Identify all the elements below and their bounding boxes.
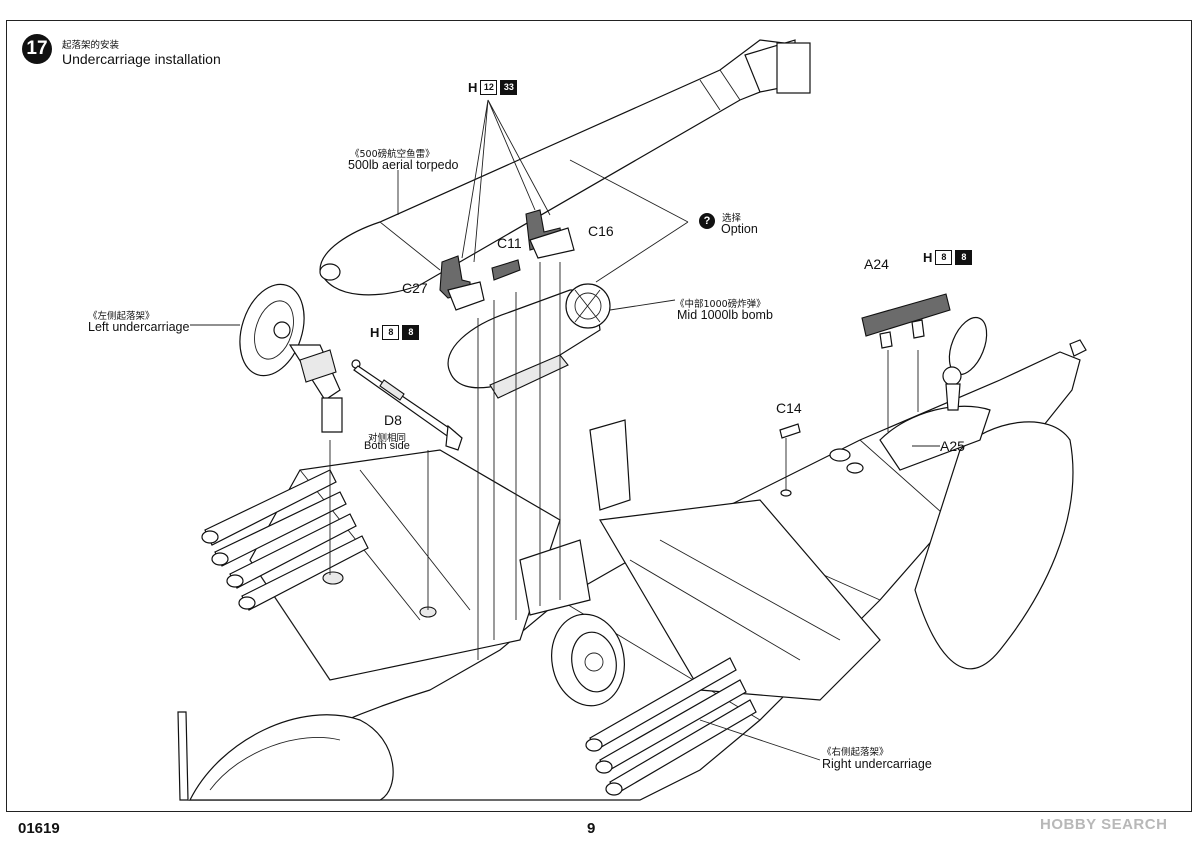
kit-code: 01619 xyxy=(18,820,60,837)
right-undercarriage xyxy=(551,613,625,707)
rockets-right xyxy=(585,657,757,796)
tail-parts xyxy=(779,293,1087,439)
step-title-cn: 起落架的安装 xyxy=(62,40,120,51)
bomb-label-cn: 《中部1000磅炸弹》 xyxy=(675,299,766,310)
part-c16: C16 xyxy=(588,223,614,239)
rockets-left xyxy=(201,469,369,611)
part-c11: C11 xyxy=(497,235,522,251)
option-label-en: Option xyxy=(721,222,758,236)
sprue-count-box: 8 xyxy=(935,250,953,265)
left-undercarriage-label-en: Left undercarriage xyxy=(88,320,190,334)
torpedo-label-cn: 《500磅航空鱼雷》 xyxy=(350,149,435,160)
bomb-label-en: Mid 1000lb bomb xyxy=(677,308,773,322)
sprue-part-box: 33 xyxy=(500,80,518,95)
watermark: HOBBY SEARCH xyxy=(1040,816,1168,833)
torpedo-label-en: 500lb aerial torpedo xyxy=(348,158,459,172)
leader-lines xyxy=(190,99,940,761)
sprue-part-box: 8 xyxy=(402,325,420,340)
sprue-ref-top: H 12 33 xyxy=(468,80,518,95)
right-undercarriage-label-cn: 《右侧起落架》 xyxy=(822,747,889,758)
right-undercarriage-label-en: Right undercarriage xyxy=(822,757,932,771)
page-frame xyxy=(6,20,1192,812)
sprue-part-box: 8 xyxy=(955,250,973,265)
step-title-en: Undercarriage installation xyxy=(62,51,221,67)
part-c27: C27 xyxy=(402,280,428,296)
option-question-icon: ? xyxy=(699,213,715,229)
part-d8: D8 xyxy=(384,412,402,428)
sprue-letter: H xyxy=(468,80,478,95)
sprue-letter: H xyxy=(370,325,380,340)
page-number: 9 xyxy=(587,820,596,837)
aircraft-airframe xyxy=(177,351,1081,801)
left-undercarriage-label-cn: 《左侧起落架》 xyxy=(88,311,155,322)
left-undercarriage xyxy=(239,283,343,433)
sprue-ref-right: H 8 8 xyxy=(923,250,973,265)
sprue-ref-left: H 8 8 xyxy=(370,325,420,340)
part-a25: A25 xyxy=(940,438,965,454)
both-side-label-en: Both side xyxy=(364,440,410,452)
sprue-count-box: 8 xyxy=(382,325,400,340)
bomb-1000lb xyxy=(447,283,611,399)
d8-strut xyxy=(351,359,463,451)
part-a24: A24 xyxy=(864,256,889,272)
sprue-count-box: 12 xyxy=(480,80,498,95)
mount-parts xyxy=(439,209,575,311)
torpedo xyxy=(319,39,811,296)
sprue-letter: H xyxy=(923,250,933,265)
option-label-cn: 选择 xyxy=(722,213,742,224)
part-c14: C14 xyxy=(776,400,802,416)
both-side-label-cn: 对侧相同 xyxy=(368,433,407,444)
step-number-badge: 17 xyxy=(22,34,52,64)
